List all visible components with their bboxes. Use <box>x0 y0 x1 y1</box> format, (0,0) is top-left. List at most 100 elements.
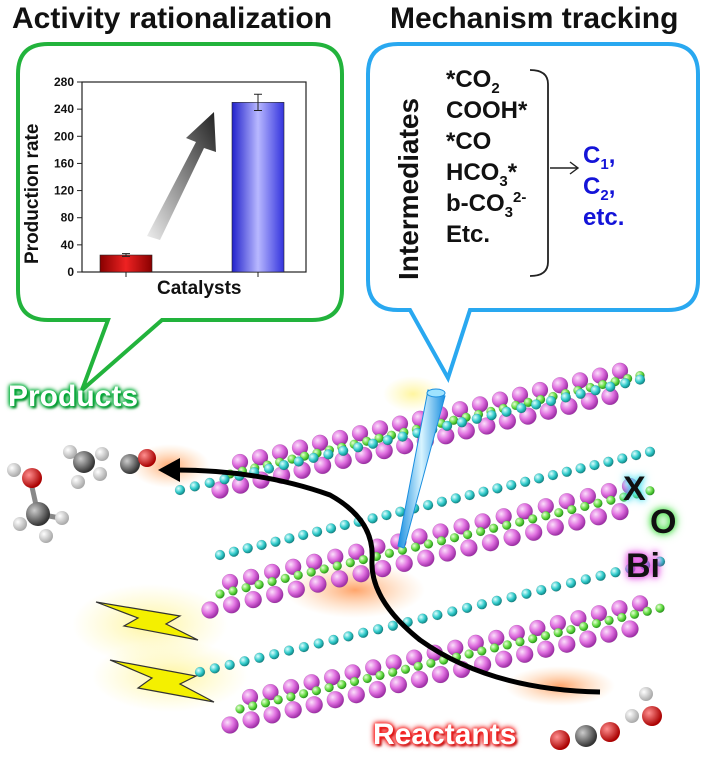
x-atom <box>533 473 545 484</box>
o-atom <box>475 526 486 537</box>
o-atom <box>337 679 347 690</box>
o-atom <box>527 633 538 644</box>
chart-y-axis-label: Production rate <box>22 123 43 264</box>
o-atom <box>591 618 602 629</box>
bi-atom <box>474 513 491 530</box>
o-atom <box>541 511 551 521</box>
x-atom <box>639 559 651 571</box>
o-atom <box>540 630 551 641</box>
o-atom <box>345 557 356 568</box>
x-atom <box>436 496 448 507</box>
bi-atom <box>537 640 555 658</box>
bi-atom <box>284 558 302 576</box>
bi-atom <box>546 518 565 536</box>
product-class-item: C1, <box>583 142 616 173</box>
o-atom <box>235 704 245 714</box>
x-atom <box>589 459 600 471</box>
o-atom <box>655 603 665 613</box>
bi-atom <box>262 683 279 701</box>
bi-atom <box>460 539 478 557</box>
bi-atom <box>515 645 534 664</box>
y-tick-label: 80 <box>61 211 75 225</box>
bi-atom <box>438 544 457 562</box>
bi-atom <box>611 362 629 380</box>
o-atom <box>488 523 499 534</box>
x-atom <box>297 529 309 541</box>
x-atom <box>323 449 334 460</box>
o-atom <box>349 676 360 687</box>
chart-bar <box>99 254 153 273</box>
x-atom <box>561 466 573 478</box>
x-atom <box>397 431 408 442</box>
intermediate-item: HCO3* <box>446 159 518 190</box>
water-molecule-icon <box>625 687 662 726</box>
x-atom <box>450 493 462 504</box>
bracket-arrow <box>550 161 580 175</box>
x-atom <box>284 533 295 544</box>
bi-atom <box>364 659 382 676</box>
x-atom <box>575 388 586 400</box>
x-atom <box>239 656 250 667</box>
bi-atom <box>488 629 505 647</box>
x-atom <box>293 456 304 467</box>
heading-activity-rationalization: Activity rationalization <box>12 2 333 35</box>
bi-atom <box>611 502 629 521</box>
x-atom <box>590 385 601 396</box>
x-atom <box>328 634 339 646</box>
error-bar <box>254 93 262 111</box>
chart-x-axis-label: Catalysts <box>157 278 242 299</box>
o-atom <box>578 621 589 632</box>
bi-atom <box>201 601 219 619</box>
o-atom <box>362 673 373 684</box>
bi-atom <box>368 680 387 699</box>
element-legend-bi: Bi <box>626 547 660 585</box>
bi-atom <box>242 711 260 729</box>
methane-molecule-icon <box>63 445 109 489</box>
o-atom <box>324 682 334 693</box>
bi-atom <box>352 564 370 583</box>
intermediate-item: *CO2 <box>446 66 500 97</box>
x-atom <box>352 442 364 453</box>
x-atom <box>432 609 443 621</box>
o-atom <box>606 495 616 505</box>
bi-atom <box>571 372 589 389</box>
x-atom <box>536 584 547 596</box>
x-atom <box>603 456 614 468</box>
o-atom <box>375 670 385 681</box>
o-atom <box>426 658 436 668</box>
x-atom <box>491 595 503 607</box>
chart-bar <box>231 102 285 273</box>
y-tick-label: 120 <box>54 184 74 198</box>
bi-atom <box>631 595 649 612</box>
o-atom <box>319 564 329 574</box>
bi-atom <box>287 580 306 599</box>
o-atom <box>619 492 629 502</box>
bi-atom <box>410 670 429 689</box>
x-atom <box>382 434 393 446</box>
bi-atom <box>395 554 413 573</box>
methanol-molecule-icon <box>7 463 69 543</box>
bi-atom <box>511 386 529 404</box>
bi-atom <box>579 630 597 648</box>
x-atom <box>381 509 392 521</box>
bi-atom <box>351 424 369 442</box>
o-atom <box>298 688 309 699</box>
bi-atom <box>411 528 428 545</box>
bi-atom <box>551 376 569 394</box>
reaction-path-arrow <box>174 467 601 695</box>
bi-atom <box>494 650 513 669</box>
x-atom <box>521 588 532 599</box>
o-atom <box>413 661 423 671</box>
x-atom <box>219 474 230 485</box>
o-atom <box>501 520 512 530</box>
x-atom <box>343 631 354 642</box>
bi-atom <box>265 585 284 604</box>
x-atom <box>506 591 517 603</box>
x-atom <box>501 406 512 417</box>
bi-atom <box>211 481 229 499</box>
y-tick-label: 280 <box>54 75 74 89</box>
x-atom <box>263 463 275 474</box>
y-tick-label: 0 <box>67 265 74 279</box>
o-atom <box>489 643 500 653</box>
